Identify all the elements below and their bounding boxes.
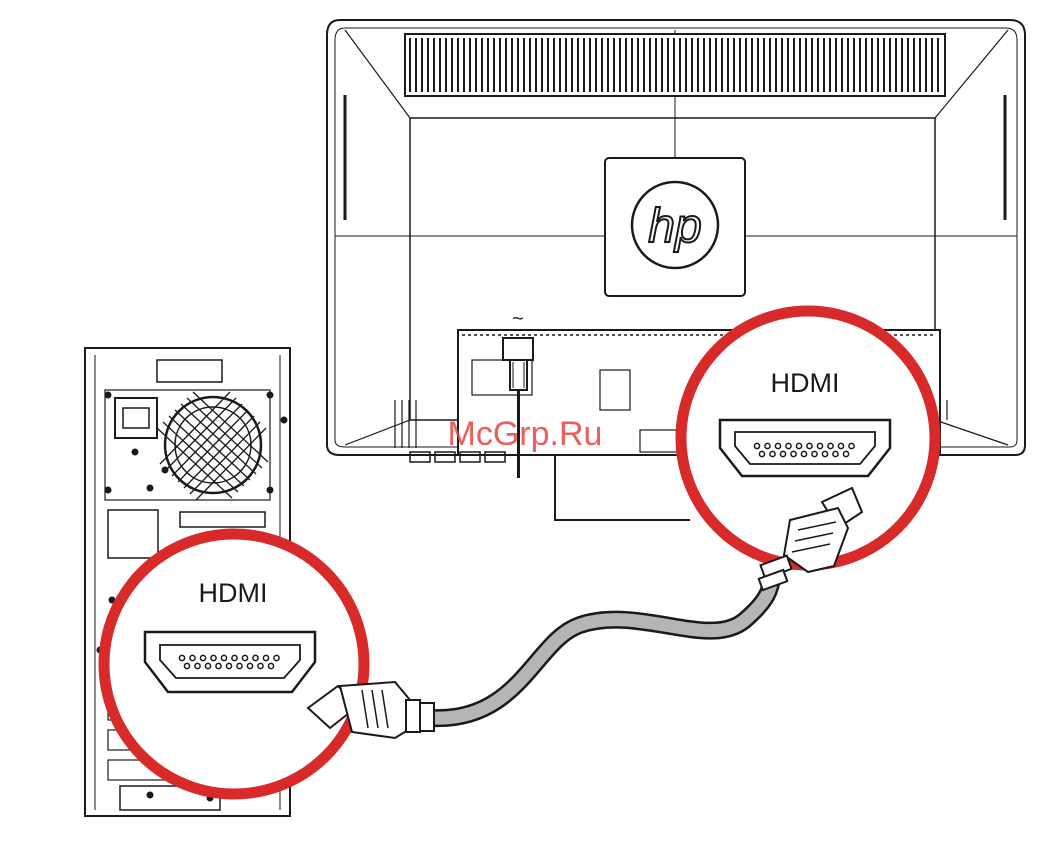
- hp-logo: hp: [648, 200, 701, 253]
- watermark-text: McGrp.Ru: [448, 415, 603, 453]
- hdmi-pin: [843, 451, 848, 456]
- hdmi-pin: [838, 443, 843, 448]
- hdmi-pin: [274, 655, 279, 660]
- computer-port-label: HDMI: [199, 578, 268, 608]
- hdmi-pin: [786, 443, 791, 448]
- power-symbol: ~: [512, 308, 524, 330]
- monitor-top-vent: [405, 34, 945, 96]
- hdmi-pin: [200, 655, 205, 660]
- hdmi-pin: [812, 451, 817, 456]
- hdmi-pin: [179, 655, 184, 660]
- hdmi-pin: [796, 443, 801, 448]
- hdmi-pin: [828, 443, 833, 448]
- hdmi-pin: [268, 663, 273, 668]
- hdmi-pin: [226, 663, 231, 668]
- monitor-hdmi-port-icon: [720, 420, 890, 476]
- screw-hole: [132, 449, 139, 456]
- hdmi-pin: [807, 443, 812, 448]
- screw-hole: [162, 467, 169, 474]
- screw-hole: [105, 392, 112, 399]
- hdmi-pin: [765, 443, 770, 448]
- hdmi-pin: [232, 655, 237, 660]
- hdmi-pin: [801, 451, 806, 456]
- hdmi-cable: [432, 578, 772, 718]
- hdmi-pin: [754, 443, 759, 448]
- screw-hole: [267, 487, 274, 494]
- screw-hole: [147, 485, 154, 492]
- hdmi-pin: [253, 655, 258, 660]
- hdmi-pin: [775, 443, 780, 448]
- monitor-port-label: HDMI: [771, 368, 840, 398]
- hdmi-pin: [263, 655, 268, 660]
- hp-logo-plate: hp: [605, 158, 745, 296]
- hdmi-pin: [205, 663, 210, 668]
- hdmi-pin: [190, 655, 195, 660]
- hdmi-pin: [184, 663, 189, 668]
- hdmi-pin: [258, 663, 263, 668]
- hdmi-pin: [211, 655, 216, 660]
- hdmi-pin: [817, 443, 822, 448]
- hdmi-pin: [242, 655, 247, 660]
- screw-hole: [147, 792, 154, 799]
- screw-hole: [105, 487, 112, 494]
- screw-hole: [281, 417, 288, 424]
- hdmi-pin: [221, 655, 226, 660]
- hdmi-pin: [791, 451, 796, 456]
- hdmi-pin: [759, 451, 764, 456]
- hdmi-pin: [195, 663, 200, 668]
- computer-hdmi-port-icon: [145, 632, 315, 692]
- hdmi-pin: [833, 451, 838, 456]
- hdmi-pin: [237, 663, 242, 668]
- hdmi-pin: [770, 451, 775, 456]
- hdmi-pin: [822, 451, 827, 456]
- hdmi-pin: [216, 663, 221, 668]
- hdmi-pin: [247, 663, 252, 668]
- hdmi-pin: [780, 451, 785, 456]
- hdmi-pin: [849, 443, 854, 448]
- screw-hole: [267, 392, 274, 399]
